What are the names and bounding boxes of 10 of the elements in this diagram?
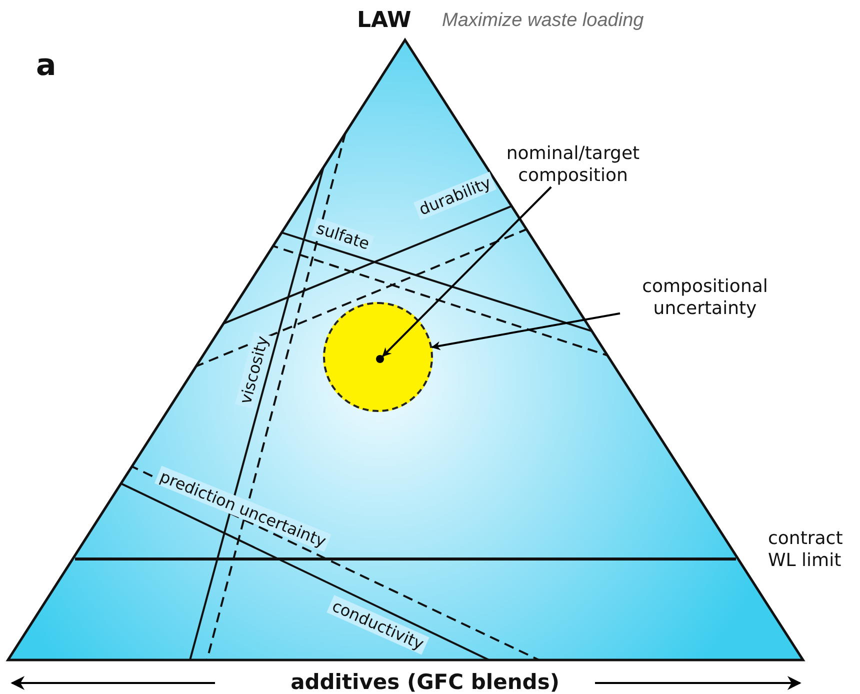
callout-text: nominal/target composition — [498, 143, 648, 187]
leader-arrow — [431, 312, 620, 350]
vertex-label: LAW — [357, 8, 412, 34]
leader-arrow — [382, 186, 552, 357]
callout-text: compositional uncertainty — [620, 276, 790, 320]
limit-label: contract WL limit — [768, 528, 844, 572]
axis-title: additives (GFC blends) — [290, 670, 560, 694]
target-point — [376, 355, 384, 363]
panel-letter: a — [36, 48, 56, 84]
note-text: Maximize waste loading — [442, 10, 644, 33]
